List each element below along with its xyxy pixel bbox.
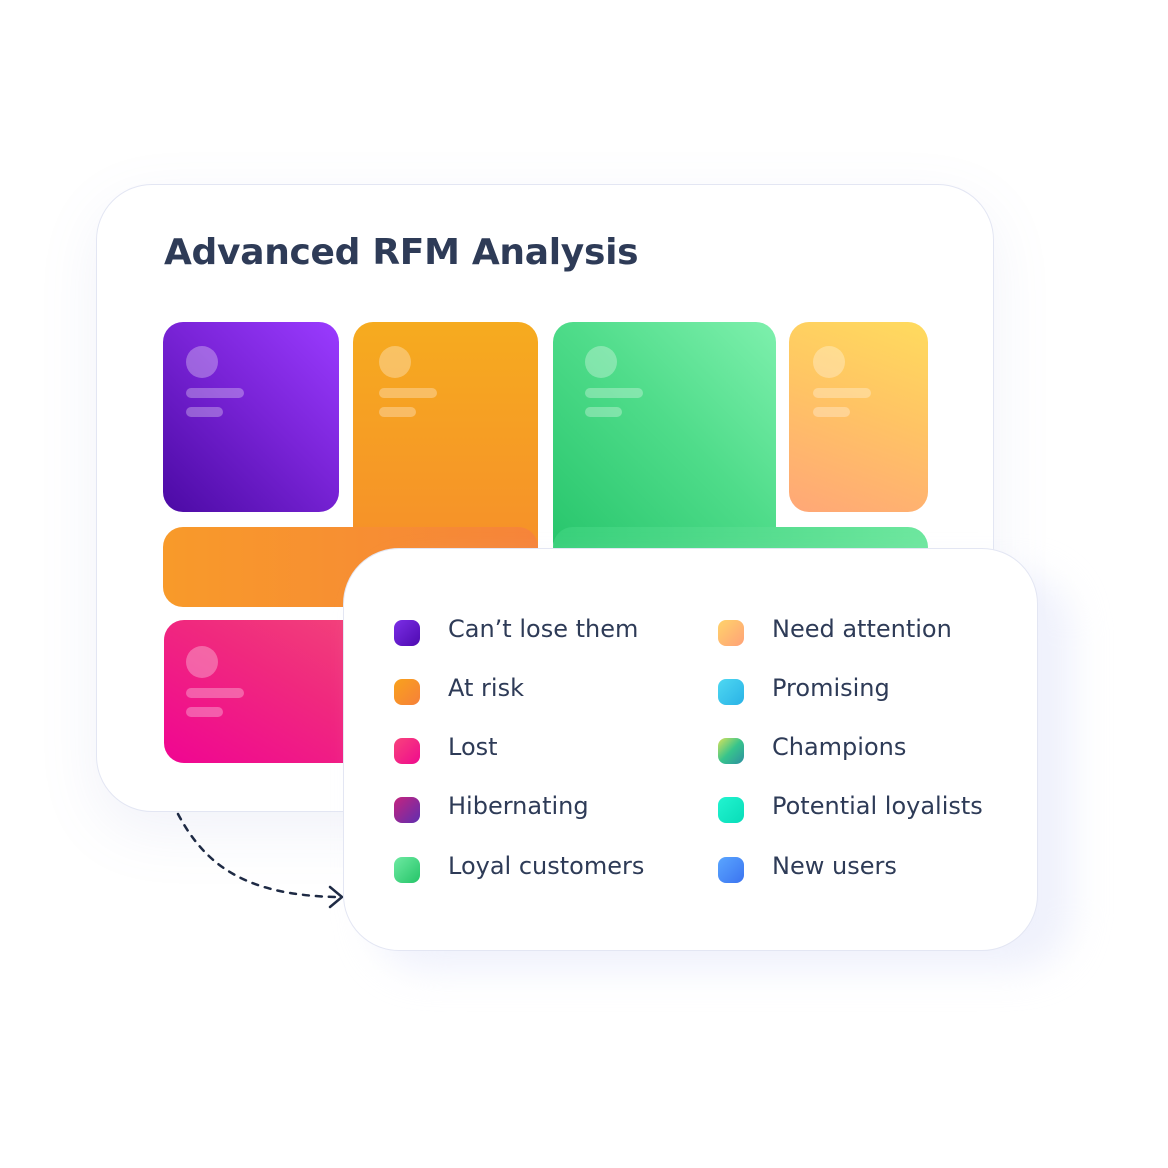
swatch-new-users bbox=[718, 857, 744, 883]
placeholder-line bbox=[186, 688, 244, 698]
placeholder-avatar bbox=[379, 346, 411, 378]
legend-label: At risk bbox=[448, 674, 524, 702]
placeholder-line bbox=[379, 388, 437, 398]
swatch-at-risk bbox=[394, 679, 420, 705]
placeholder-avatar bbox=[585, 346, 617, 378]
swatch-hibernating bbox=[394, 797, 420, 823]
placeholder-line bbox=[186, 407, 223, 417]
placeholder-line bbox=[379, 407, 416, 417]
legend-card bbox=[343, 548, 1038, 951]
placeholder-line bbox=[186, 388, 244, 398]
legend-label: Can’t lose them bbox=[448, 615, 639, 643]
segment-need-attention bbox=[789, 322, 928, 512]
segment-lost bbox=[164, 620, 364, 763]
placeholder-avatar bbox=[186, 646, 218, 678]
placeholder-line bbox=[585, 407, 622, 417]
legend-label: New users bbox=[772, 852, 897, 880]
legend-label: Promising bbox=[772, 674, 890, 702]
swatch-potential-loyalists bbox=[718, 797, 744, 823]
legend-label: Champions bbox=[772, 733, 907, 761]
placeholder-line bbox=[813, 407, 850, 417]
swatch-cant-lose-them bbox=[394, 620, 420, 646]
placeholder-line bbox=[186, 707, 223, 717]
legend-label: Need attention bbox=[772, 615, 952, 643]
card-title: Advanced RFM Analysis bbox=[164, 232, 639, 273]
swatch-loyal-customers bbox=[394, 857, 420, 883]
legend-label: Lost bbox=[448, 733, 498, 761]
placeholder-avatar bbox=[186, 346, 218, 378]
placeholder-avatar bbox=[813, 346, 845, 378]
swatch-promising bbox=[718, 679, 744, 705]
swatch-lost bbox=[394, 738, 420, 764]
placeholder-line bbox=[585, 388, 643, 398]
legend-label: Loyal customers bbox=[448, 852, 645, 880]
legend-label: Potential loyalists bbox=[772, 792, 983, 820]
swatch-champions bbox=[718, 738, 744, 764]
segment-loyal-customers bbox=[553, 322, 776, 562]
segment-cant-lose-them bbox=[163, 322, 339, 512]
placeholder-line bbox=[813, 388, 871, 398]
legend-label: Hibernating bbox=[448, 792, 589, 820]
swatch-need-attention bbox=[718, 620, 744, 646]
